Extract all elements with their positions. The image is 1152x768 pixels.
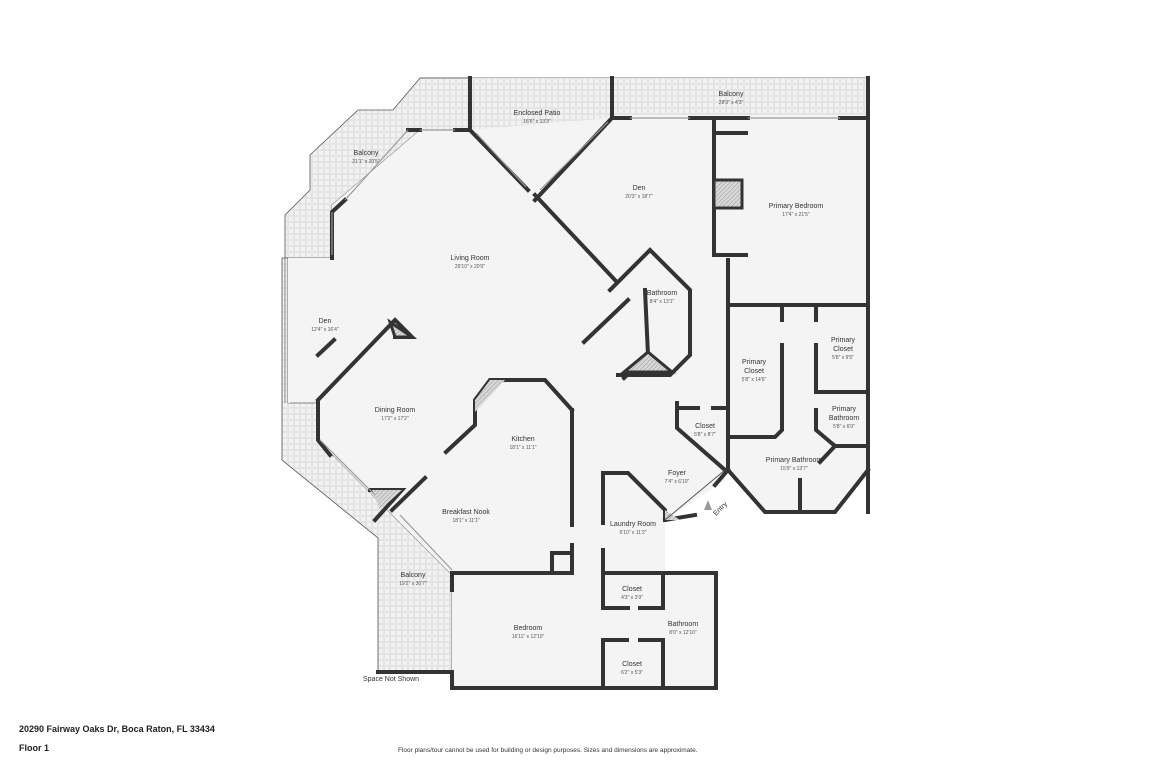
room-name: Primary <box>831 337 856 344</box>
room-name: Primary Bedroom <box>769 203 824 210</box>
property-address: 20290 Fairway Oaks Dr, Boca Raton, FL 33… <box>19 724 215 734</box>
room-name: Primary <box>742 359 767 366</box>
entry-arrow-icon <box>704 500 712 510</box>
room-name: Den <box>633 185 646 192</box>
room-dims: 18'1" x 11'1" <box>509 445 536 451</box>
room-dims: 8'4" x 13'1" <box>650 299 675 305</box>
floor-label: Floor 1 <box>19 743 50 753</box>
room-dims: 8'0" x 12'10" <box>669 630 697 636</box>
room-dims: 17'4" x 21'5" <box>782 212 810 218</box>
room-name: Bedroom <box>514 625 543 632</box>
room-name: Bathroom <box>647 290 678 297</box>
room-dims: 16'6" x 13'3" <box>523 119 551 125</box>
room-dims: 6'2" x 5'3" <box>621 670 643 676</box>
room-name: Kitchen <box>511 436 534 443</box>
room-dims: 5'8" x 6'0" <box>833 424 855 430</box>
room-name: Balcony <box>401 572 426 579</box>
room-name: Closet <box>695 423 715 430</box>
room-dims: 5'8" x 8'7" <box>694 432 716 438</box>
room-labels: Balcony 21'1" x 20'5" Enclosed Patio 16'… <box>311 91 859 676</box>
room-dims: 21'1" x 20'5" <box>352 159 380 165</box>
room-dims: 16'11" x 12'10" <box>512 634 545 640</box>
windows <box>284 117 840 571</box>
room-name: Closet <box>622 586 642 593</box>
room-name: Enclosed Patio <box>514 110 561 117</box>
room-dims: 7'4" x 6'10" <box>665 479 690 485</box>
room-dims: 6'10" x 11'2" <box>619 530 646 536</box>
room-dims: 18'1" x 11'1" <box>452 518 479 524</box>
entry-label: Entry <box>712 501 729 518</box>
room-name: Living Room <box>451 255 490 262</box>
interior-floor <box>288 115 868 688</box>
room-name: Primary Bathroom <box>766 457 823 464</box>
room-name: Closet <box>833 346 853 353</box>
room-dims: 5'8" x 14'6" <box>742 377 767 383</box>
room-name: Den <box>319 318 332 325</box>
room-dims: 28'9" x 4'3" <box>719 100 744 106</box>
space-not-shown-label: Space Not Shown <box>363 676 420 683</box>
room-name: Foyer <box>668 470 687 477</box>
room-name: Closet <box>744 368 764 375</box>
walls <box>315 76 871 690</box>
room-name: Balcony <box>354 150 379 157</box>
room-name: Closet <box>622 661 642 668</box>
room-name: Laundry Room <box>610 521 656 528</box>
room-dims: 17'2" x 17'2" <box>381 416 409 422</box>
room-name: Dining Room <box>375 407 416 414</box>
room-dims: 4'3" x 3'9" <box>621 595 643 601</box>
room-name: Primary <box>832 406 857 413</box>
disclaimer: Floor plans/tour cannot be used for buil… <box>398 747 698 754</box>
room-dims: 12'4" x 16'4" <box>311 327 339 333</box>
room-name: Bathroom <box>668 621 699 628</box>
room-dims: 15'9" x 13'7" <box>780 466 808 472</box>
room-name: Bathroom <box>829 415 860 422</box>
room-dims: 29'10" x 20'0" <box>455 264 485 270</box>
room-dims: 19'2" x 30'7" <box>399 581 427 587</box>
room-dims: 20'3" x 18'7" <box>625 194 653 200</box>
chimney-hatch <box>712 178 744 210</box>
room-name: Breakfast Nook <box>442 509 490 516</box>
room-dims: 5'8" x 9'5" <box>832 355 854 361</box>
room-name: Balcony <box>719 91 744 98</box>
